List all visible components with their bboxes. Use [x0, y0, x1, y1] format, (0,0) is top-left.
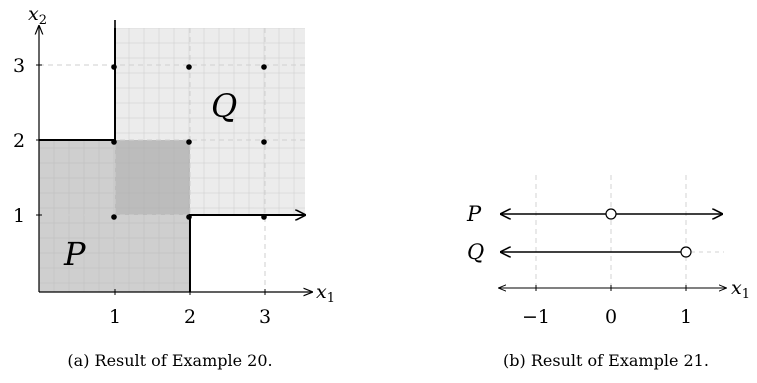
row-p-label: P [466, 202, 482, 226]
lattice-point [111, 139, 117, 145]
region-q [115, 28, 305, 215]
caption-b: (b) Result of Example 21. [503, 351, 709, 370]
region-p-label: P [63, 235, 86, 273]
x-axis-label: x1 [316, 281, 335, 306]
lattice-points [111, 64, 267, 220]
x-tick-2: 2 [184, 306, 196, 328]
lattice-point [111, 64, 117, 70]
y-tick-2: 2 [13, 130, 25, 152]
lattice-point [261, 64, 267, 70]
y-tick-3: 3 [13, 55, 25, 77]
q-open-point [680, 246, 692, 258]
lattice-point [111, 214, 117, 220]
p-boundary [189, 214, 305, 292]
lattice-point [186, 139, 192, 145]
x-tick-3: 3 [259, 306, 271, 328]
y-axis-label: x2 [28, 3, 47, 28]
lattice-point [186, 64, 192, 70]
b-axis-label: x1 [731, 277, 750, 302]
lattice-point [186, 214, 192, 220]
region-overlap [115, 140, 190, 215]
lattice-point [261, 214, 267, 220]
row-q-label: Q [467, 240, 484, 264]
caption-a: (a) Result of Example 20. [67, 351, 272, 370]
q-boundary [39, 28, 116, 141]
figure-b: P Q x1 −1 0 1 (b) Result of Example 21. [466, 175, 750, 370]
y-tick-1: 1 [13, 205, 25, 227]
p-open-point [605, 208, 617, 220]
b-tick-neg1: −1 [522, 306, 550, 328]
b-tick-1: 1 [680, 306, 692, 328]
lattice-point [261, 139, 267, 145]
b-tick-0: 0 [605, 306, 617, 328]
figure-a: 1 2 3 1 2 3 x1 x2 P Q (a) Result of Exam… [13, 3, 335, 370]
x-tick-1: 1 [109, 306, 121, 328]
region-q-label: Q [211, 87, 237, 125]
